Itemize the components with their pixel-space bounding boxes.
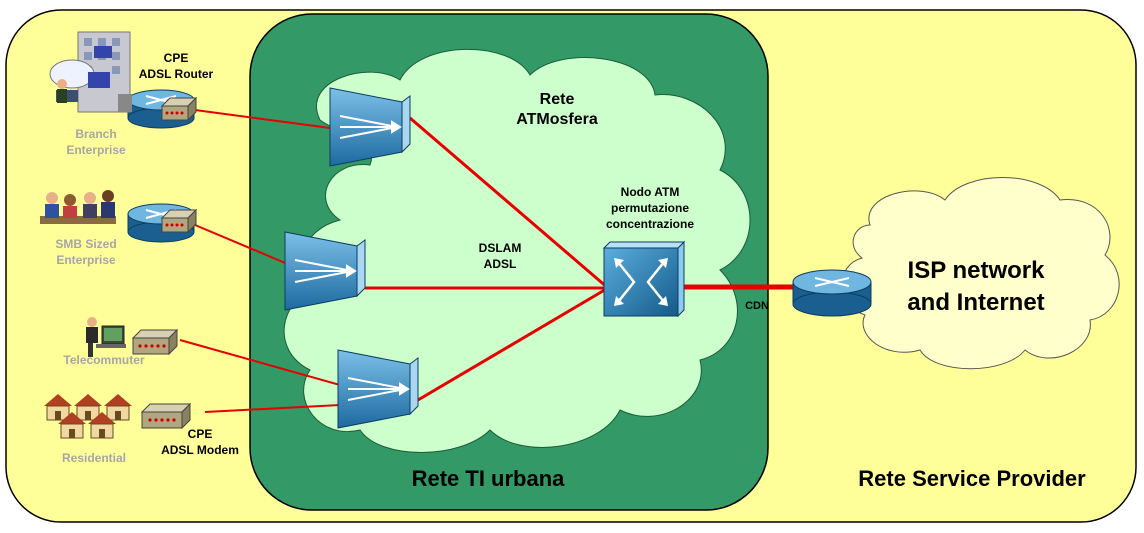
router-icon (792, 269, 872, 317)
cpe-modem-label-line1: CPE (188, 427, 213, 441)
telecommuter-label: Telecommuter (63, 353, 144, 367)
atm-node-label-line3: concentrazione (606, 217, 694, 231)
adsl-modem-icon (131, 328, 179, 356)
link-branch-dslam (194, 109, 331, 129)
houses-icon (44, 394, 132, 439)
cpe-router-label-line1: CPE (164, 51, 189, 65)
link-dslam1-atm (409, 116, 609, 290)
cpe-modem-label-line2: ADSL Modem (161, 443, 239, 457)
cpe-router-label-line2: ADSL Router (139, 67, 214, 81)
link-smb-dslam (194, 224, 291, 266)
dslam-label-line2: ADSL (484, 257, 517, 271)
atm-cloud-label-line1: Rete (540, 91, 575, 108)
link-telecommuter-dslam (179, 339, 341, 386)
branch-enterprise-label-line1: Branch (75, 127, 116, 141)
cdn-label: CDN (745, 300, 769, 312)
atm-node-label-line1: Nodo ATM (621, 185, 680, 199)
adsl-modem-icon (140, 402, 192, 430)
telecommuter-icon (86, 317, 126, 357)
urban-network-label: Rete TI urbana (412, 466, 566, 491)
link-dslam3-atm (417, 286, 609, 402)
links (179, 109, 796, 413)
isp-cloud-label-line2: and Internet (907, 289, 1044, 316)
service-provider-label: Rete Service Provider (858, 466, 1086, 491)
residential-label: Residential (62, 451, 126, 465)
atm-switch-icon (602, 240, 686, 318)
smb-enterprise-label-line1: SMB Sized (55, 237, 116, 251)
isp-cloud-label-line1: ISP network (908, 257, 1046, 284)
link-residential-dslam (204, 404, 341, 413)
atm-node-label-line2: permutazione (611, 201, 689, 215)
atm-cloud-label-line2: ATMosfera (516, 111, 598, 128)
adsl-modem-icon (160, 96, 198, 122)
dslam-icon (284, 231, 366, 311)
adsl-modem-icon (160, 208, 198, 234)
dslam-icon (337, 349, 419, 429)
dslam-label-line1: DSLAM (479, 241, 522, 255)
dslam-icon (329, 87, 411, 167)
smb-enterprise-label-line2: Enterprise (56, 253, 116, 267)
business-people-icon (40, 190, 116, 224)
office-building-icon (49, 31, 132, 113)
branch-enterprise-label-line2: Enterprise (66, 143, 126, 157)
